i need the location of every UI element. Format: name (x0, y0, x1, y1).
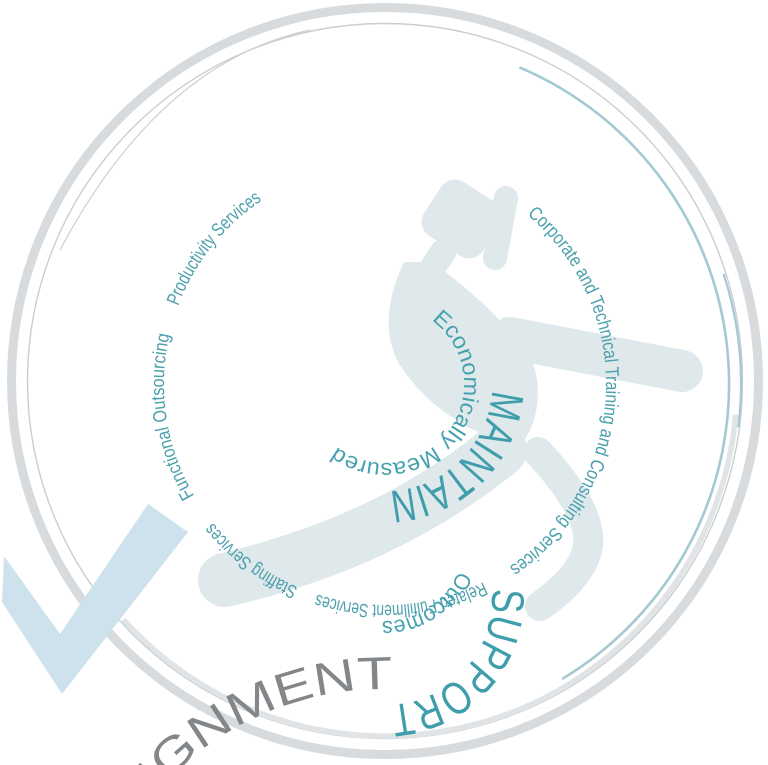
figure-arm (489, 317, 703, 392)
figure-bent-leg (523, 437, 604, 621)
teal-arc-short (722, 273, 743, 428)
person-silhouette-figure (198, 179, 703, 621)
service-functional-outsourcing: Functional Outsourcing (148, 331, 199, 503)
hr-alignment-label: HR ALIGNMENT (43, 647, 393, 765)
checkmark-shape (2, 504, 188, 694)
figure-head (421, 179, 503, 259)
figure-torso (388, 262, 538, 446)
bottom-light-arc (121, 414, 739, 739)
figure-extended-leg (198, 423, 527, 607)
service-productivity: Productivity Services (163, 187, 265, 308)
figure-shoulder-wedge (483, 186, 518, 270)
outer-ring-circle (7, 3, 763, 759)
teal-arc-long (518, 66, 731, 681)
thin-accent-line (59, 29, 311, 251)
